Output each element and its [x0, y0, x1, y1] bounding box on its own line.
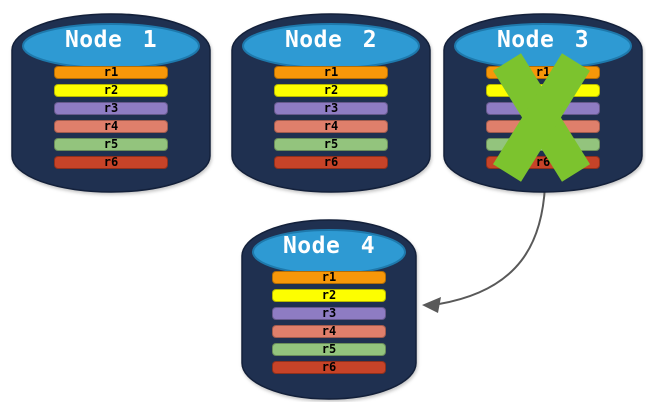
- replica-row-r1: r1: [272, 271, 386, 284]
- replica-row-r5: r5: [272, 343, 386, 356]
- replica-row-r4: r4: [54, 120, 168, 133]
- replica-row-r6: r6: [54, 156, 168, 169]
- replica-row-r1: r1: [274, 66, 388, 79]
- node-title: Node 2: [284, 27, 378, 53]
- replica-stack: r1 r2 r3 r4 r5 r6: [274, 66, 388, 174]
- failure-x-icon: [492, 53, 591, 182]
- replica-row-r5: r5: [54, 138, 168, 151]
- replica-row-r4: r4: [274, 120, 388, 133]
- replica-stack: r1 r2 r3 r4 r5 r6: [272, 271, 386, 379]
- replica-row-r2: r2: [54, 84, 168, 97]
- replica-row-r1: r1: [54, 66, 168, 79]
- node-title: Node 3: [496, 27, 590, 53]
- failure-x-stroke: [492, 53, 591, 182]
- node-4: Node 4 r1 r2 r3 r4 r5 r6: [240, 211, 418, 401]
- failover-arrow-line: [438, 185, 546, 305]
- node-3: Node 3 r1 r2 r3 r4 r5 r6: [442, 6, 644, 194]
- replica-stack: r1 r2 r3 r4 r5 r6: [54, 66, 168, 174]
- replica-row-r3: r3: [54, 102, 168, 115]
- replica-row-r5: r5: [274, 138, 388, 151]
- replica-row-r2: r2: [272, 289, 386, 302]
- failover-arrowhead-icon: [422, 297, 441, 313]
- node-title: Node 1: [64, 27, 158, 53]
- replica-row-r3: r3: [272, 307, 386, 320]
- node-2: Node 2 r1 r2 r3 r4 r5 r6: [230, 6, 432, 194]
- replica-row-r6: r6: [274, 156, 388, 169]
- replica-row-r4: r4: [272, 325, 386, 338]
- replica-row-r6: r6: [272, 361, 386, 374]
- node-title: Node 4: [282, 233, 376, 259]
- node-1: Node 1 r1 r2 r3 r4 r5 r6: [10, 6, 212, 194]
- replica-row-r2: r2: [274, 84, 388, 97]
- replica-row-r3: r3: [274, 102, 388, 115]
